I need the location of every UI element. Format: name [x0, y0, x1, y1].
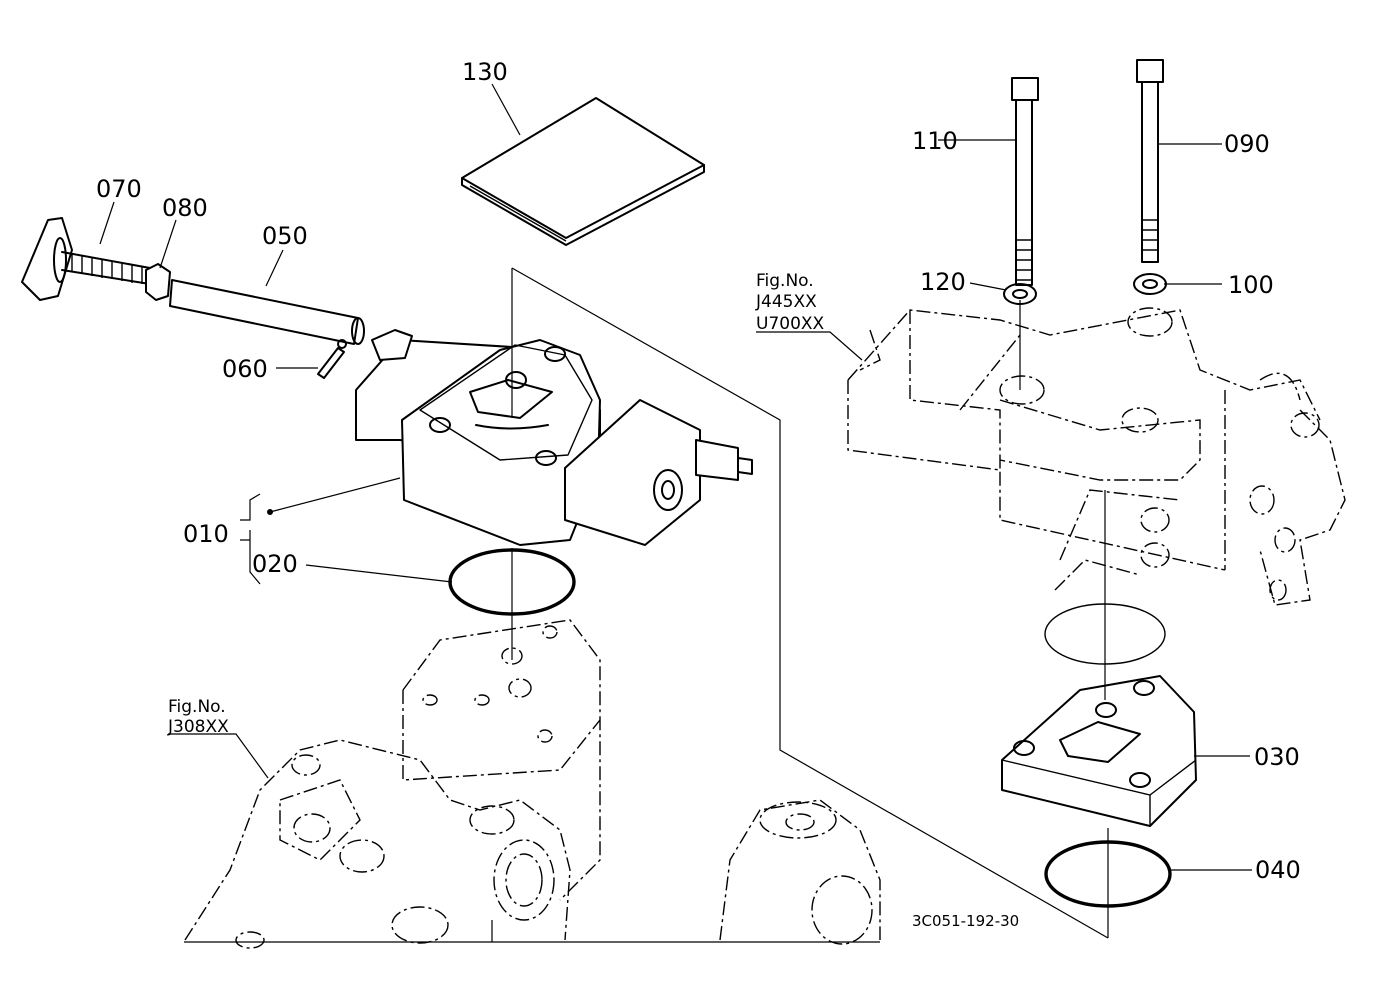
- callout-030: 030: [1254, 743, 1300, 771]
- part-130-booklet: [461, 97, 705, 246]
- callout-130: 130: [462, 58, 508, 86]
- callout-050: 050: [262, 222, 308, 250]
- callout-040: 040: [1255, 856, 1301, 884]
- drawing-code: 3C051-192-30: [912, 912, 1019, 930]
- svg-text:Fig.No.: Fig.No.: [756, 271, 814, 291]
- part-110-bolt: [1011, 77, 1039, 286]
- callout-120: 120: [920, 268, 966, 296]
- ref-label-right: Fig.No. J445XX U700XX: [755, 271, 825, 334]
- callout-020: 020: [252, 550, 298, 578]
- part-100-washer: [1133, 273, 1167, 295]
- callout-070: 070: [96, 175, 142, 203]
- part-090-bolt: [1136, 59, 1164, 263]
- leader-lines: [99, 83, 1252, 871]
- part-030-plate: [1001, 675, 1197, 827]
- callout-labels: 130 070 080 050 060 010 020 110 090 120 …: [96, 58, 1301, 884]
- ref-label-left: Fig.No. J308XX: [167, 697, 229, 737]
- callout-010: 010: [183, 520, 229, 548]
- svg-text:J445XX: J445XX: [755, 292, 817, 312]
- svg-text:U700XX: U700XX: [756, 314, 825, 334]
- svg-text:J308XX: J308XX: [167, 717, 229, 737]
- svg-text:Fig.No.: Fig.No.: [168, 697, 226, 717]
- assembly-guidelines: [491, 267, 1109, 942]
- part-070-knob-bolt: [21, 217, 151, 301]
- part-050-sleeve: [169, 279, 365, 345]
- part-060-pin: [317, 339, 347, 379]
- callout-080: 080: [162, 194, 208, 222]
- callout-090: 090: [1224, 130, 1270, 158]
- callout-110: 110: [912, 127, 958, 155]
- part-010-valve-body: [355, 329, 753, 546]
- ref-housing-left: [184, 619, 881, 949]
- callout-060: 060: [222, 355, 268, 383]
- ref-assembly-right: [847, 307, 1346, 606]
- callout-100: 100: [1228, 271, 1274, 299]
- part-080-nut: [145, 263, 171, 301]
